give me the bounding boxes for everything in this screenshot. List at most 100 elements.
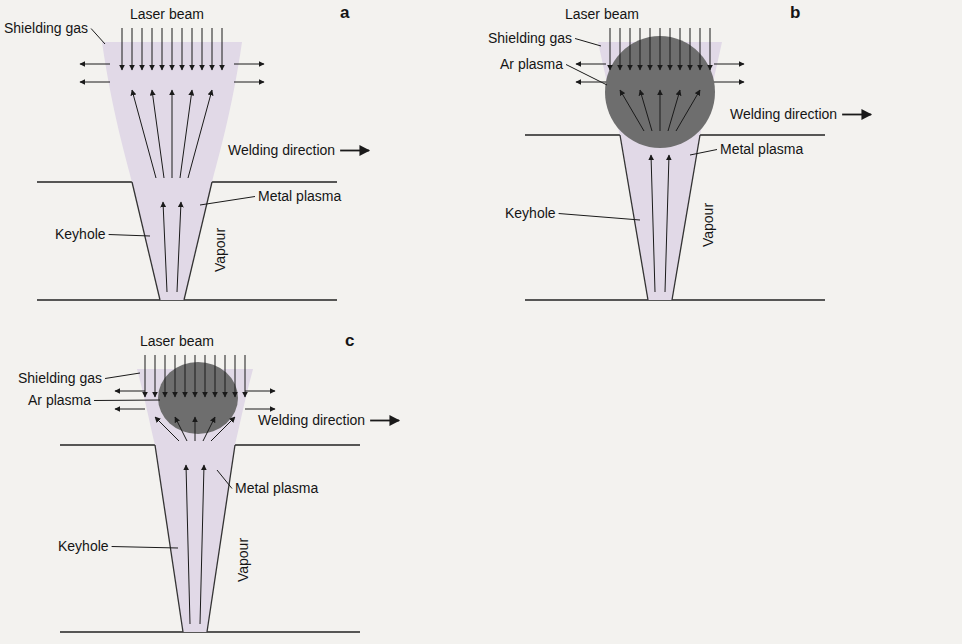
shielding-gas-arrow (714, 82, 744, 83)
keyhole-wall (207, 445, 235, 632)
laser-ray (202, 28, 203, 70)
vapour-arrow (186, 465, 190, 624)
vapour-arrow (640, 90, 652, 131)
workpiece-bottom (37, 299, 337, 300)
keyhole-wall (132, 182, 160, 300)
keyhole-label: Keyhole (55, 226, 106, 243)
keyhole-label: Keyhole (505, 205, 556, 222)
leader-line (91, 29, 105, 45)
laser-ray (165, 355, 166, 397)
laser-ray (630, 28, 631, 70)
shielding-gas-arrow (80, 82, 110, 83)
vapour-arrow (651, 155, 655, 292)
vapour-arrow (676, 90, 700, 131)
laser-ray (620, 28, 621, 70)
keyhole-label: Keyhole (58, 538, 109, 555)
laser-ray (142, 28, 143, 70)
vapour-arrow (200, 465, 204, 624)
leader-line (200, 197, 255, 206)
direction-arrow (370, 420, 399, 422)
shielding-gas-arrow (234, 64, 264, 65)
laser-ray (700, 28, 701, 70)
vapour-arrow (211, 417, 235, 441)
direction-arrow (842, 114, 871, 116)
laser-ray (192, 28, 193, 70)
workpiece-surface (212, 181, 337, 182)
metal-plasma-plume (102, 42, 242, 300)
workpiece-bottom (60, 631, 360, 632)
keyhole-wall (620, 135, 648, 300)
vapour-arrow (665, 155, 669, 292)
laser-ray (162, 28, 163, 70)
vapour-arrow (620, 90, 644, 131)
plasma-label: Metal plasma (235, 480, 318, 497)
workpiece-surface (700, 134, 825, 135)
shielding-gas-arrow (80, 64, 110, 65)
direction-label: Welding direction (258, 412, 365, 429)
vapour-arrow (155, 417, 179, 441)
vapour-label: Vapour (700, 203, 717, 247)
vapour-arrow (203, 417, 215, 441)
laser-ray (610, 28, 611, 70)
laser-ray (172, 28, 173, 70)
gas-label: Shielding gas (4, 20, 88, 37)
gas-label: Shielding gas (488, 30, 572, 47)
beam-label: Laser beam (140, 333, 214, 350)
laser-ray (175, 355, 176, 397)
direction-label: Welding direction (228, 142, 335, 159)
shielding-gas-arrow (115, 391, 145, 392)
leader-line (566, 65, 607, 86)
beam-label: Laser beam (130, 6, 204, 23)
plasma-label: Metal plasma (720, 141, 803, 158)
panel-letter: a (340, 4, 349, 21)
shielding-gas-arrow (115, 409, 145, 410)
vapour-label: Vapour (212, 228, 229, 272)
leader-line (105, 373, 140, 379)
laser-ray (215, 355, 216, 397)
plasma-label: Ar plasma (28, 392, 91, 409)
vapour-arrow (172, 90, 173, 178)
laser-ray (132, 28, 133, 70)
leader-line (575, 39, 601, 47)
workpiece-surface (525, 134, 620, 135)
laser-ray (155, 355, 156, 397)
workpiece-surface (235, 444, 360, 445)
vapour-arrow (180, 90, 192, 178)
laser-ray (195, 355, 196, 397)
beam-label: Laser beam (565, 6, 639, 23)
shielding-gas-arrow (245, 391, 275, 392)
leader-line (109, 235, 150, 237)
laser-ray (185, 355, 186, 397)
plasma-label: Metal plasma (258, 188, 341, 205)
laser-ray (650, 28, 651, 70)
shielding-gas-arrow (576, 64, 606, 65)
keyhole-wall (184, 182, 212, 300)
vapour-arrow (175, 417, 187, 441)
laser-ray (710, 28, 711, 70)
laser-ray (680, 28, 681, 70)
laser-ray (205, 355, 206, 397)
keyhole-wall (672, 135, 700, 300)
panel-letter: b (790, 4, 800, 21)
vapour-arrow (188, 90, 212, 178)
laser-ray (640, 28, 641, 70)
leader-line (559, 214, 640, 221)
leader-line (690, 150, 717, 156)
plasma-label: Ar plasma (500, 56, 563, 73)
laser-ray (212, 28, 213, 70)
panel-letter: c (345, 332, 354, 349)
laser-ray (222, 28, 223, 70)
laser-ray (225, 355, 226, 397)
workpiece-bottom (525, 299, 825, 300)
vapour-label: Vapour (235, 538, 252, 582)
direction-label: Welding direction (730, 106, 837, 123)
leader-line (94, 400, 160, 402)
laser-ray (122, 28, 123, 70)
laser-ray (182, 28, 183, 70)
shielding-gas-arrow (245, 409, 275, 410)
leader-line (112, 547, 178, 549)
vapour-arrow (660, 90, 661, 131)
gas-label: Shielding gas (18, 370, 102, 387)
laser-ray (152, 28, 153, 70)
